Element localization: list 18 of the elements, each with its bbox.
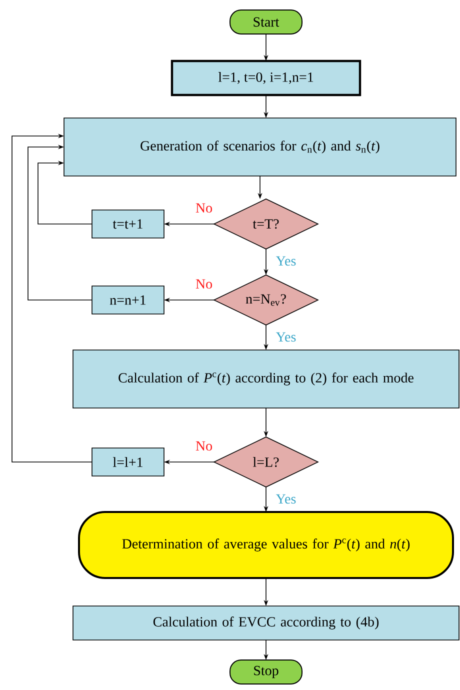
edge-label: Yes xyxy=(276,332,296,342)
arrow xyxy=(28,144,92,300)
process-box: l=l+1 xyxy=(92,448,164,476)
edge-label: No xyxy=(196,203,212,213)
edge-label: No xyxy=(196,441,212,451)
process-box: Calculation of P$^{c}$(t) according to (2) for each mode xyxy=(72,350,460,408)
edge-label: Yes xyxy=(276,494,296,504)
process-box: n=n+1 xyxy=(92,286,164,314)
arrow xyxy=(38,160,92,224)
process-box: Generation of scenarios for c$_{n}$(t) and s$_{n}$(t) xyxy=(64,118,456,176)
terminal-oval: Stop xyxy=(230,660,302,684)
process-box: t=t+1 xyxy=(92,210,164,238)
process-box: Determination of average values for P$^{c}$(t) and n(t) xyxy=(78,511,454,579)
arrow xyxy=(12,134,92,462)
edge-label: No xyxy=(196,279,212,289)
edge-label: Yes xyxy=(276,256,296,266)
process-box: l=1, t=0, i=1,n=1 xyxy=(170,60,362,96)
process-box: Calculation of EVCC according to (4b) xyxy=(72,606,460,640)
